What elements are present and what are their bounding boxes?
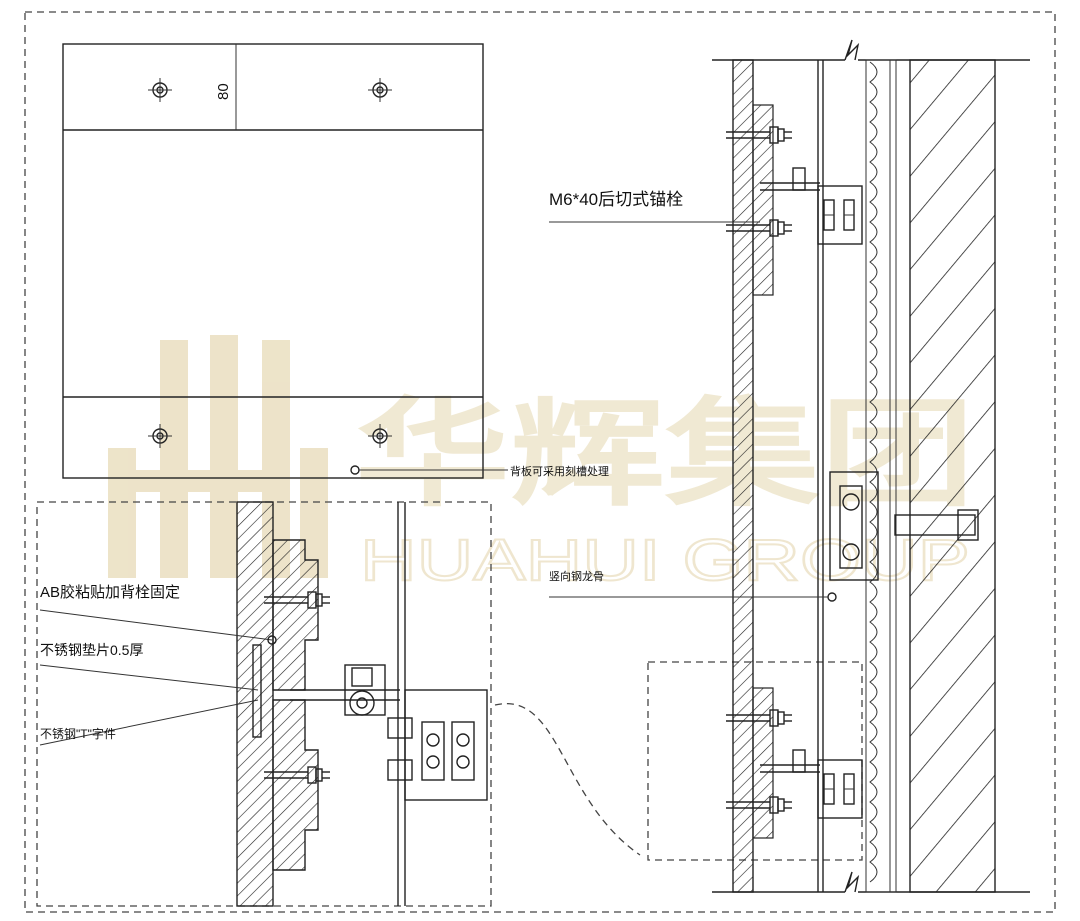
watermark-logo-icon [108, 335, 328, 578]
watermark: 华辉集团 HUAHUI GROUP [108, 335, 975, 594]
section-view: M6*40后切式锚栓 竖向钢龙骨 [549, 39, 1030, 893]
watermark-en: HUAHUI GROUP [360, 528, 970, 593]
label-vertical-keel: 竖向钢龙骨 [549, 569, 604, 583]
dimension-80: 80 [215, 83, 232, 100]
label-bolt: M6*40后切式锚栓 [549, 190, 683, 209]
anchor-symbol [147, 77, 173, 103]
callout-curve [494, 702, 641, 856]
label-gasket: 不锈钢垫片0.5厚 [40, 642, 143, 658]
panel-elevation: 80 背板可采用刻槽处理 [62, 43, 609, 479]
label-back-groove: 背板可采用刻槽处理 [510, 464, 609, 478]
outer-frame [24, 11, 1056, 913]
wall-bracket [829, 471, 879, 581]
enlarged-detail: AB胶粘贴加背栓固定 不锈钢垫片0.5厚 不锈钢"T"字件 [36, 501, 492, 907]
clip-bracket [817, 185, 863, 245]
clip-bracket [817, 759, 863, 819]
watermark-cn: 华辉集团 [355, 385, 975, 523]
label-t-piece: 不锈钢"T"字件 [40, 726, 116, 741]
anchor-symbol [367, 77, 393, 103]
label-ab-glue: AB胶粘贴加背栓固定 [40, 584, 180, 601]
